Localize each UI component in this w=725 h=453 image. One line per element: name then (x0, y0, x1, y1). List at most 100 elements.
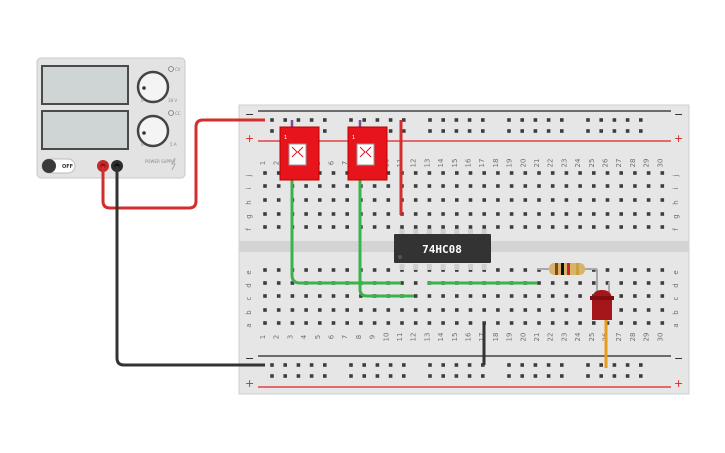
terminal-hole[interactable] (509, 184, 514, 188)
terminal-hole[interactable] (523, 321, 528, 325)
rail-hole[interactable] (639, 129, 643, 133)
terminal-hole[interactable] (537, 212, 541, 216)
terminal-hole[interactable] (564, 294, 569, 298)
rail-hole[interactable] (349, 363, 353, 367)
terminal-hole[interactable] (441, 212, 445, 216)
terminal-hole[interactable] (276, 212, 281, 216)
rail-hole[interactable] (454, 118, 459, 122)
rail-hole[interactable] (309, 118, 314, 122)
rail-hole[interactable] (586, 118, 590, 122)
rail-hole[interactable] (375, 118, 380, 122)
rail-hole[interactable] (441, 129, 445, 133)
rail-hole[interactable] (586, 363, 590, 367)
terminal-hole[interactable] (427, 198, 432, 202)
terminal-hole[interactable] (318, 184, 322, 188)
terminal-hole[interactable] (578, 281, 582, 285)
terminal-hole[interactable] (509, 294, 514, 298)
terminal-hole[interactable] (592, 198, 596, 202)
rail-hole[interactable] (520, 363, 524, 367)
rail-hole[interactable] (402, 374, 406, 378)
rail-hole[interactable] (362, 118, 366, 122)
terminal-hole[interactable] (619, 198, 623, 202)
terminal-hole[interactable] (441, 294, 445, 298)
terminal-hole[interactable] (605, 171, 610, 175)
rail-hole[interactable] (296, 374, 301, 378)
terminal-hole[interactable] (304, 198, 308, 202)
terminal-hole[interactable] (413, 212, 418, 216)
terminal-hole[interactable] (290, 281, 295, 285)
terminal-hole[interactable] (468, 321, 473, 325)
terminal-hole[interactable] (331, 184, 336, 188)
rail-hole[interactable] (362, 363, 366, 367)
terminal-hole[interactable] (633, 171, 637, 175)
rail-hole[interactable] (546, 129, 551, 133)
rail-hole[interactable] (402, 129, 406, 133)
terminal-hole[interactable] (318, 294, 322, 298)
terminal-hole[interactable] (578, 212, 582, 216)
terminal-hole[interactable] (263, 184, 267, 188)
terminal-hole[interactable] (263, 268, 267, 272)
terminal-hole[interactable] (482, 294, 486, 298)
terminal-hole[interactable] (276, 294, 281, 298)
terminal-hole[interactable] (318, 321, 322, 325)
rail-hole[interactable] (375, 363, 380, 367)
terminal-hole[interactable] (345, 294, 349, 298)
terminal-hole[interactable] (372, 225, 377, 229)
terminal-hole[interactable] (427, 184, 432, 188)
terminal-hole[interactable] (331, 268, 336, 272)
terminal-hole[interactable] (633, 308, 637, 312)
terminal-hole[interactable] (578, 294, 582, 298)
terminal-hole[interactable] (427, 294, 432, 298)
terminal-hole[interactable] (660, 225, 665, 229)
dip-switch-1[interactable]: 1 (279, 120, 320, 181)
terminal-hole[interactable] (263, 212, 267, 216)
terminal-hole[interactable] (605, 281, 610, 285)
terminal-hole[interactable] (413, 184, 418, 188)
terminal-hole[interactable] (660, 321, 665, 325)
wire-power-positive[interactable] (101, 118, 265, 210)
terminal-hole[interactable] (386, 171, 391, 175)
terminal-hole[interactable] (427, 171, 432, 175)
dip-switch-2[interactable]: 1 (347, 120, 388, 181)
rail-hole[interactable] (533, 129, 538, 133)
terminal-hole[interactable] (413, 198, 418, 202)
terminal-hole[interactable] (509, 308, 514, 312)
terminal-hole[interactable] (400, 225, 404, 229)
terminal-hole[interactable] (345, 225, 349, 229)
wire-switch2-to-chip[interactable] (358, 176, 414, 298)
terminal-hole[interactable] (386, 268, 391, 272)
terminal-hole[interactable] (523, 225, 528, 229)
terminal-hole[interactable] (633, 184, 637, 188)
terminal-hole[interactable] (331, 198, 336, 202)
rail-hole[interactable] (520, 118, 524, 122)
rail-hole[interactable] (441, 118, 445, 122)
terminal-hole[interactable] (578, 321, 582, 325)
rail-hole[interactable] (283, 374, 287, 378)
terminal-hole[interactable] (619, 171, 623, 175)
terminal-hole[interactable] (523, 308, 528, 312)
terminal-hole[interactable] (455, 184, 459, 188)
terminal-hole[interactable] (345, 321, 349, 325)
terminal-hole[interactable] (400, 281, 404, 285)
terminal-hole[interactable] (537, 198, 541, 202)
terminal-hole[interactable] (468, 171, 473, 175)
rail-hole[interactable] (481, 374, 485, 378)
terminal-hole[interactable] (372, 212, 377, 216)
rail-hole[interactable] (546, 118, 551, 122)
terminal-hole[interactable] (646, 268, 651, 272)
terminal-hole[interactable] (413, 321, 418, 325)
rail-hole[interactable] (402, 363, 406, 367)
terminal-hole[interactable] (619, 294, 623, 298)
terminal-hole[interactable] (331, 171, 336, 175)
rail-hole[interactable] (625, 129, 630, 133)
terminal-hole[interactable] (523, 171, 528, 175)
rail-hole[interactable] (546, 374, 551, 378)
terminal-hole[interactable] (578, 184, 582, 188)
rail-hole[interactable] (507, 374, 511, 378)
rail-hole[interactable] (599, 118, 603, 122)
terminal-hole[interactable] (550, 212, 555, 216)
terminal-hole[interactable] (372, 184, 377, 188)
wire-switch1-to-chip[interactable] (290, 176, 401, 285)
rail-hole[interactable] (639, 374, 643, 378)
